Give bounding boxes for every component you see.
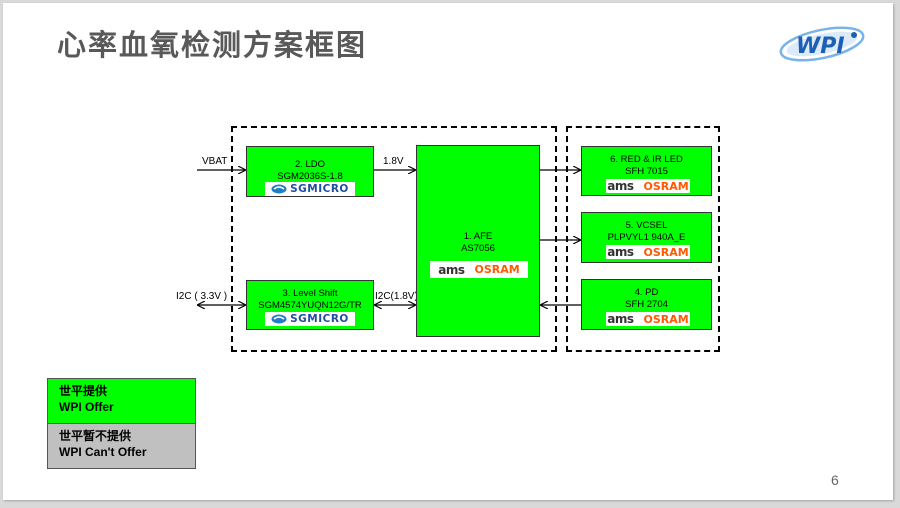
ams-text: ams <box>607 312 634 326</box>
wpi-logo: WPI <box>779 26 865 62</box>
osram-text: OSRAM <box>474 263 520 276</box>
led-title: 6. RED & IR LED <box>610 154 683 165</box>
i2c-33-label: I2C ( 3.3V ) <box>176 291 228 302</box>
ams-osram-logo: ams OSRAM <box>606 245 690 259</box>
osram-text: OSRAM <box>643 245 689 259</box>
afe-title: 1. AFE <box>463 231 493 242</box>
level-shift-title: 3. Level Shift <box>282 288 338 299</box>
ams-text: ams <box>607 179 634 193</box>
sgmicro-mark-icon <box>271 184 287 194</box>
ams-osram-logo: ams OSRAM <box>606 179 690 193</box>
legend-offer: 世平提供 WPI Offer <box>47 378 196 424</box>
osram-text: OSRAM <box>643 179 689 193</box>
afe-block: 1. AFE AS7056 <box>416 145 540 337</box>
optical-group-frame <box>566 126 720 352</box>
ams-text: ams <box>607 245 634 259</box>
page-title: 心率血氧检测方案框图 <box>57 28 368 62</box>
sgmicro-logo: SGMICRO <box>265 182 355 196</box>
legend-not-offer: 世平暂不提供 WPI Can't Offer <box>47 423 196 469</box>
ams-osram-logo: ams OSRAM <box>606 312 690 326</box>
led-part: SFH 7015 <box>625 165 668 177</box>
ams-text: ams <box>438 262 465 277</box>
ams-osram-logo: ams OSRAM <box>430 261 528 278</box>
pd-part: SFH 2704 <box>625 298 668 310</box>
level-shift-part: SGM4574YUQN12G/TR <box>258 299 362 311</box>
legend-offer-cn: 世平提供 <box>59 384 108 398</box>
main-group-frame <box>231 126 557 352</box>
vcsel-part: PLPVYL1 940A_E <box>607 231 686 243</box>
legend-not-offer-cn: 世平暂不提供 <box>59 429 132 443</box>
vbat-label: VBAT <box>202 156 228 167</box>
sgmicro-logo: SGMICRO <box>265 312 355 326</box>
sgmicro-text: SGMICRO <box>290 183 349 195</box>
v18-label: 1.8V <box>383 156 404 167</box>
legend-not-offer-en: WPI Can't Offer <box>59 445 147 459</box>
osram-text: OSRAM <box>643 312 689 326</box>
pd-title: 4. PD <box>634 287 659 298</box>
ldo-part: SGM2036S-1.8 <box>277 170 343 182</box>
ldo-title: 2. LDO <box>294 159 326 170</box>
svg-text:WPI: WPI <box>796 34 845 59</box>
vcsel-title: 5. VCSEL <box>625 220 668 231</box>
page-number: 6 <box>831 472 839 488</box>
sgmicro-mark-icon <box>271 314 287 324</box>
i2c-18-label: I2C(1.8V) <box>375 291 418 302</box>
afe-part: AS7056 <box>461 242 495 254</box>
legend-offer-en: WPI Offer <box>59 400 114 414</box>
sgmicro-text: SGMICRO <box>290 313 349 325</box>
